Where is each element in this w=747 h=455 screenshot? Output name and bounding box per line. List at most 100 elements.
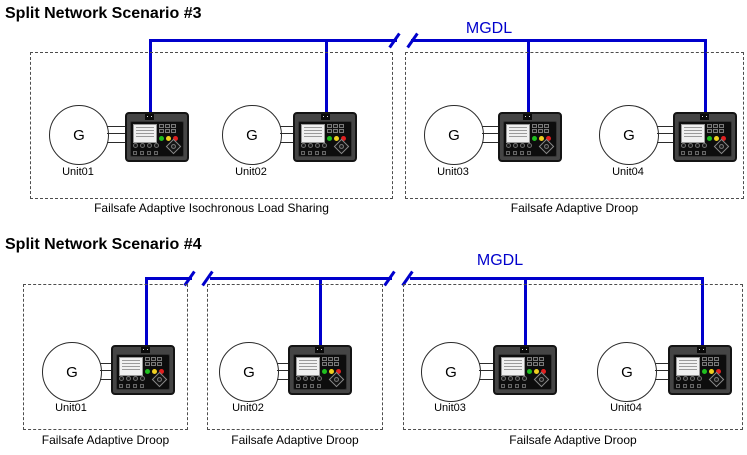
generator-letter: G — [66, 363, 78, 381]
softkey-grid — [322, 357, 339, 366]
config-buttons — [296, 384, 321, 388]
bus-drop-line — [704, 39, 707, 112]
lcd-screen-icon — [119, 357, 143, 376]
function-buttons — [501, 376, 527, 381]
config-buttons — [676, 384, 701, 388]
red-led-icon — [721, 136, 726, 141]
green-led-icon — [527, 369, 532, 374]
group-mode-label: Failsafe Adaptive Droop — [231, 433, 359, 447]
nav-pad-icon — [165, 138, 182, 155]
yellow-led-icon — [166, 136, 171, 141]
nav-pad-icon — [533, 371, 550, 388]
softkey-grid — [327, 124, 344, 133]
controller-connector — [523, 114, 532, 120]
function-buttons — [296, 376, 322, 381]
controller-panel — [503, 121, 557, 157]
red-led-icon — [336, 369, 341, 374]
controller-device — [288, 345, 352, 395]
yellow-led-icon — [539, 136, 544, 141]
controller-connector — [697, 347, 706, 353]
unit-label: Unit03 — [437, 166, 469, 178]
group-boundary-box — [405, 52, 744, 199]
generator-wiring — [100, 363, 111, 380]
controller-device — [493, 345, 557, 395]
generator-wiring — [657, 126, 673, 143]
controller-device — [293, 112, 357, 162]
generator-wiring — [655, 363, 668, 380]
bus-drop-line — [149, 39, 152, 112]
generator-wiring — [482, 126, 498, 143]
mgdl-bus-label: MGDL — [476, 252, 524, 269]
controller-connector — [520, 347, 529, 353]
bus-drop-line — [319, 277, 322, 345]
unit-label: Unit01 — [62, 166, 94, 178]
function-buttons — [119, 376, 145, 381]
generator-letter: G — [621, 363, 633, 381]
unit-label: Unit02 — [235, 166, 267, 178]
nav-pad-icon — [328, 371, 345, 388]
controller-connector — [145, 114, 154, 120]
group-boundary-box — [30, 52, 393, 199]
yellow-led-icon — [329, 369, 334, 374]
group-mode-label: Failsafe Adaptive Droop — [509, 433, 637, 447]
generator-wiring — [280, 126, 293, 143]
nav-pad-icon — [538, 138, 555, 155]
config-buttons — [301, 151, 326, 155]
red-led-icon — [173, 136, 178, 141]
green-led-icon — [702, 369, 707, 374]
yellow-led-icon — [709, 369, 714, 374]
controller-device — [668, 345, 732, 395]
group-mode-label: Failsafe Adaptive Isochronous Load Shari… — [94, 201, 329, 215]
status-leds-icon — [322, 369, 341, 374]
yellow-led-icon — [152, 369, 157, 374]
scenario3-title: Split Network Scenario #3 — [5, 5, 202, 22]
mgdl-bus-segment — [145, 277, 192, 280]
group-boundary-box — [207, 284, 383, 430]
config-buttons — [501, 384, 526, 388]
controller-device — [125, 112, 189, 162]
controller-device — [498, 112, 562, 162]
nav-pad-icon — [151, 371, 168, 388]
controller-panel — [673, 354, 727, 390]
mgdl-bus-segment — [410, 277, 704, 280]
mgdl-bus-label: MGDL — [465, 20, 513, 37]
controller-device — [673, 112, 737, 162]
generator-symbol: G — [49, 105, 109, 165]
config-buttons — [506, 151, 531, 155]
controller-panel — [293, 354, 347, 390]
softkey-grid — [145, 357, 162, 366]
controller-panel — [116, 354, 170, 390]
softkey-grid — [707, 124, 724, 133]
function-buttons — [506, 143, 532, 148]
controller-panel — [298, 121, 352, 157]
green-led-icon — [322, 369, 327, 374]
unit-label: Unit01 — [55, 402, 87, 414]
generator-letter: G — [448, 126, 460, 144]
unit-label: Unit04 — [612, 166, 644, 178]
red-led-icon — [159, 369, 164, 374]
nav-pad-icon — [713, 138, 730, 155]
function-buttons — [676, 376, 702, 381]
red-led-icon — [716, 369, 721, 374]
generator-letter: G — [243, 363, 255, 381]
config-buttons — [133, 151, 158, 155]
controller-connector — [700, 114, 709, 120]
function-buttons — [133, 143, 159, 148]
function-buttons — [681, 143, 707, 148]
yellow-led-icon — [714, 136, 719, 141]
status-leds-icon — [702, 369, 721, 374]
mgdl-bus-segment — [149, 39, 397, 42]
status-leds-icon — [145, 369, 164, 374]
group-boundary-box — [403, 284, 743, 430]
generator-letter: G — [246, 126, 258, 144]
scenario4-title: Split Network Scenario #4 — [5, 236, 202, 253]
generator-symbol: G — [219, 342, 279, 402]
softkey-grid — [532, 124, 549, 133]
lcd-screen-icon — [296, 357, 320, 376]
controller-connector — [141, 347, 150, 353]
status-leds-icon — [707, 136, 726, 141]
green-led-icon — [532, 136, 537, 141]
controller-connector — [321, 114, 330, 120]
controller-connector — [315, 347, 324, 353]
red-led-icon — [341, 136, 346, 141]
